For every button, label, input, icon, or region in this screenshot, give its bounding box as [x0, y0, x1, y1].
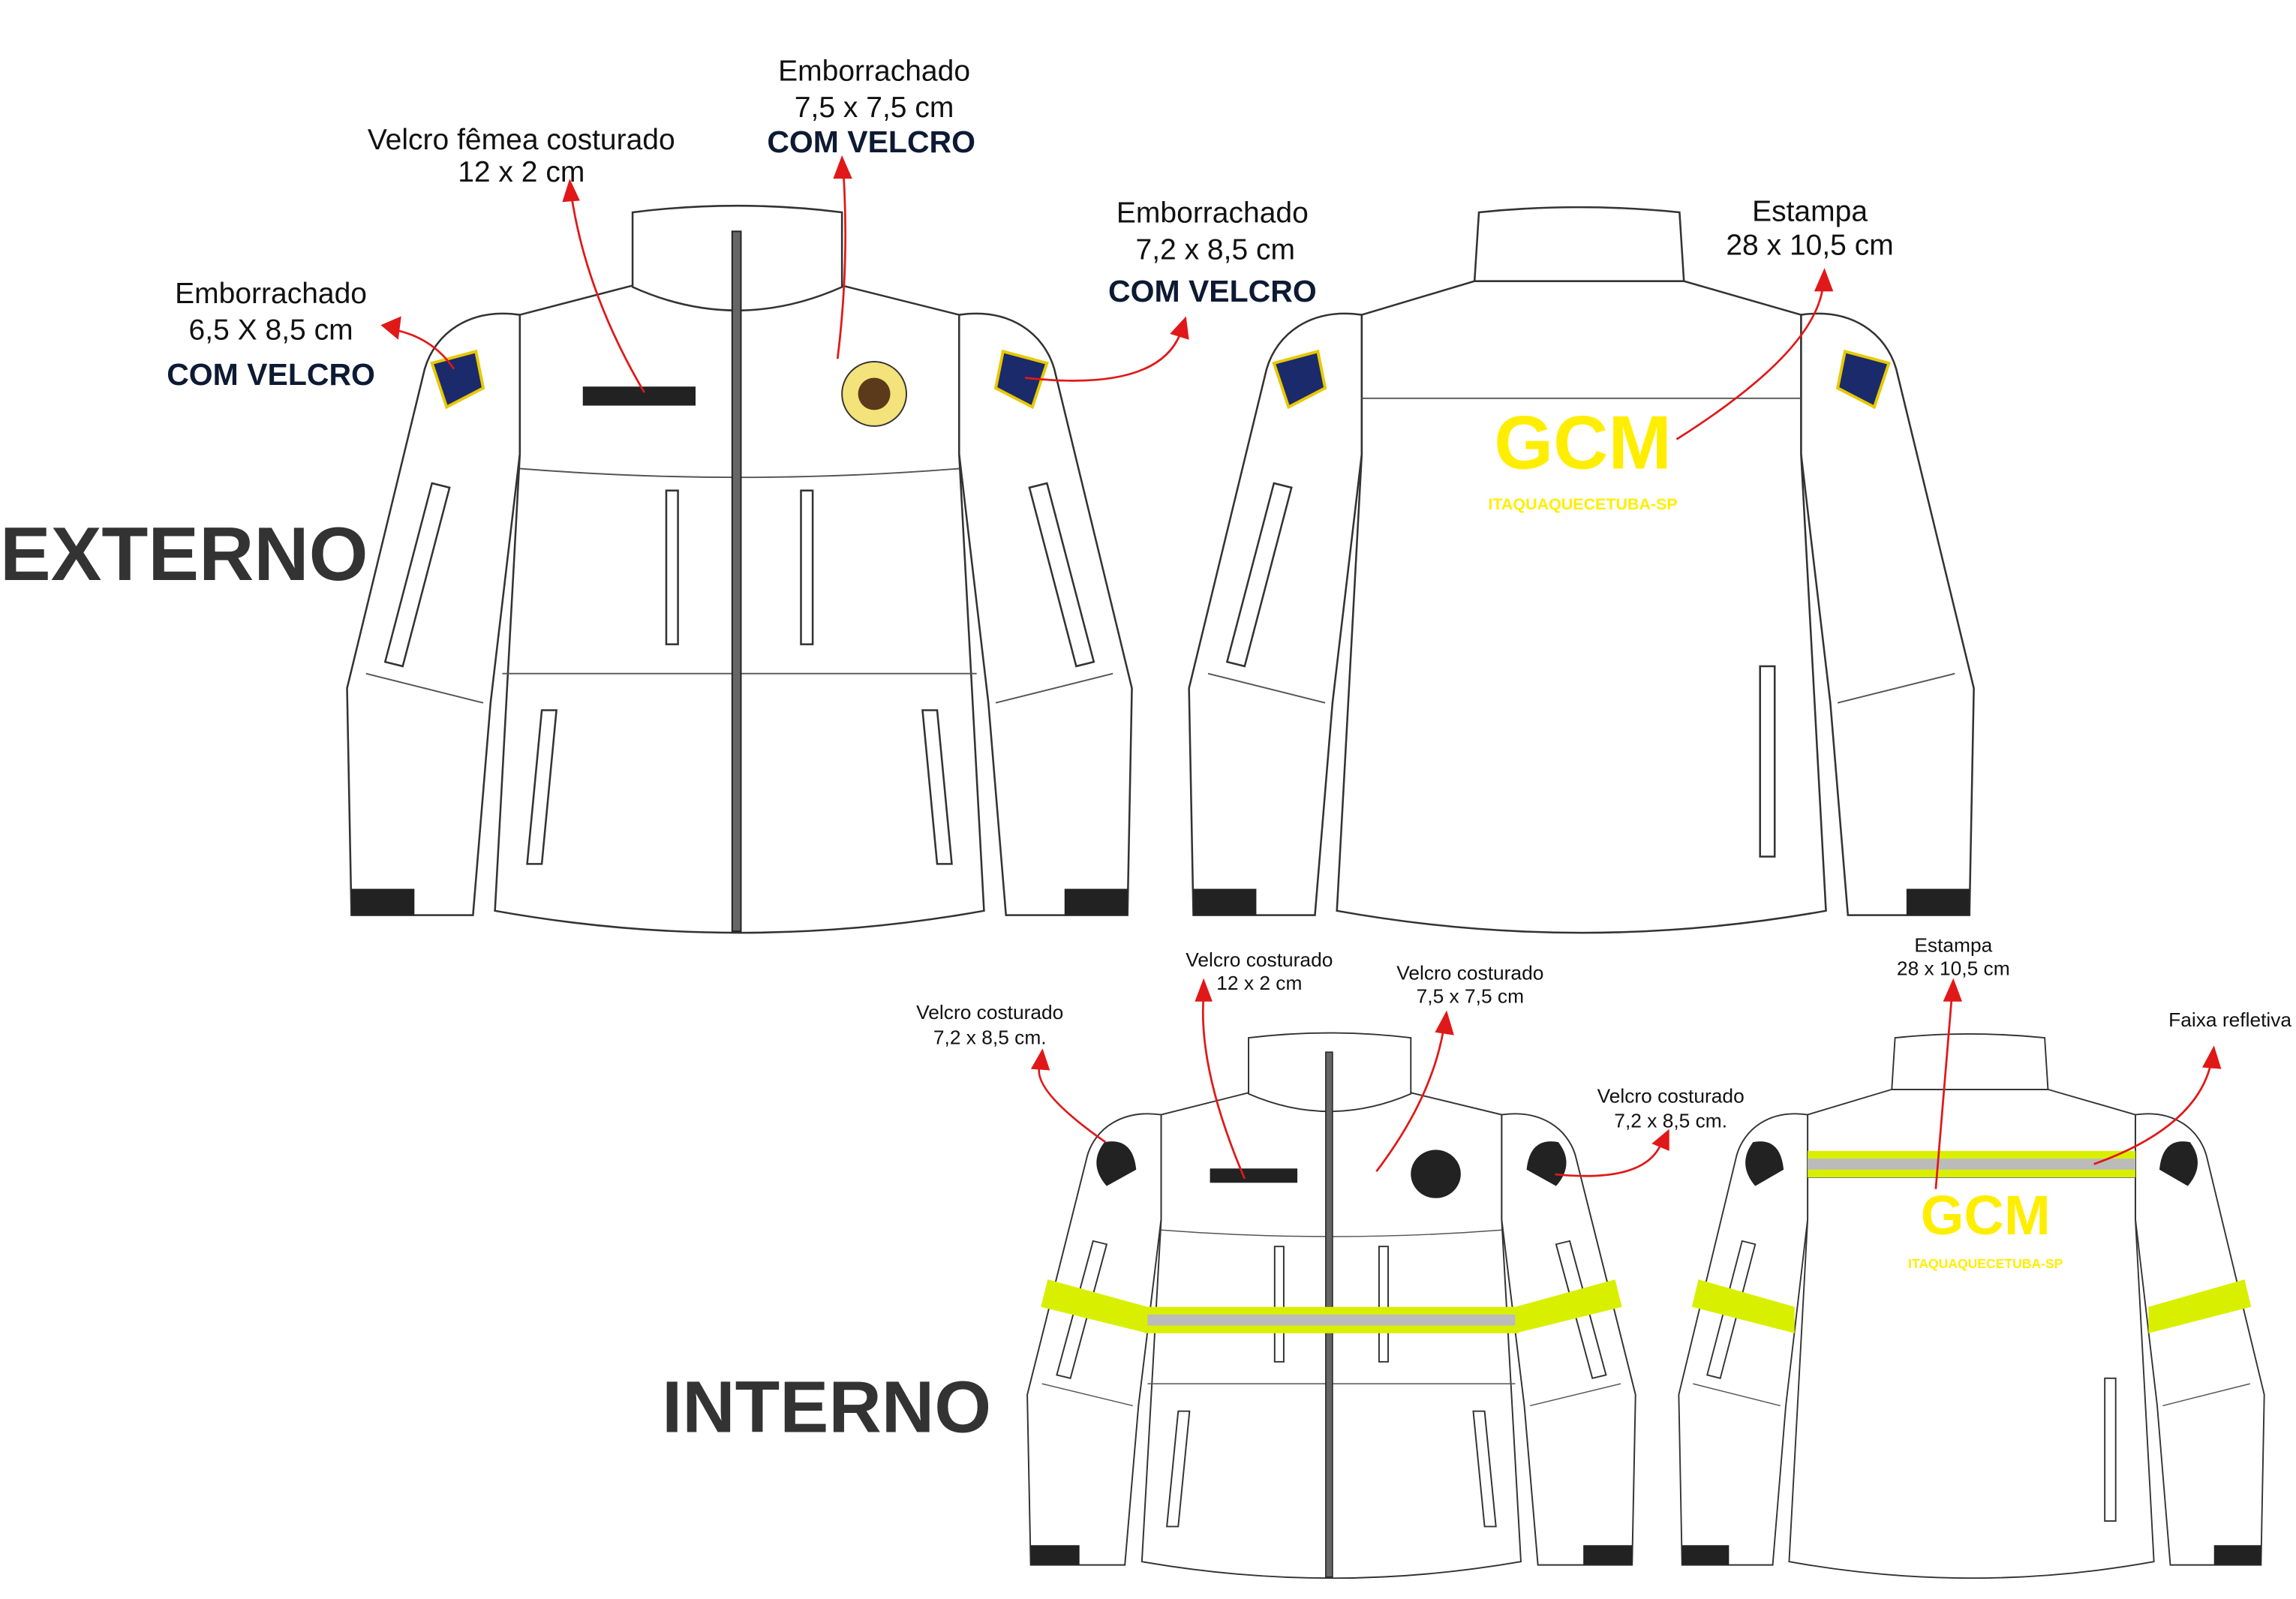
back-right-shoulder-velcro [2159, 1141, 2198, 1186]
heading-interno: INTERNO [662, 1366, 991, 1448]
name-velcro-patch [582, 386, 696, 406]
back-left-sleeve-stripe [1691, 1279, 1795, 1333]
label-line: COM VELCRO [1108, 274, 1317, 308]
label-line: 7,5 x 7,5 cm [1417, 985, 1524, 1008]
external-back-print-subtitle: ITAQUAQUECETUBA-SP [1488, 495, 1677, 513]
label-line: Estampa [1914, 933, 1992, 956]
label-line: 12 x 2 cm [458, 156, 585, 188]
label-line: 7,5 x 7,5 cm [795, 92, 954, 124]
label-line: Velcro costurado [1396, 962, 1543, 984]
chest-badge-center-icon [858, 377, 891, 410]
label-line: Velcro costurado [916, 1001, 1063, 1023]
label-line: Velcro costurado [1186, 948, 1333, 971]
internal-name-velcro-label: Velcro costurado 12 x 2 cm [1186, 948, 1333, 994]
internal-back-print-title: GCM [1921, 1184, 2051, 1246]
reflective-stripe-center [1143, 1314, 1519, 1326]
back-left-sleeve-badge-icon [1272, 349, 1327, 410]
external-left-sleeve-label: Emborrachado 6,5 X 8,5 cm COM VELCRO [167, 278, 375, 392]
chest-velcro-circle [1411, 1150, 1461, 1198]
label-line: Emborrachado [778, 55, 970, 87]
left-sleeve-badge-icon [430, 349, 485, 410]
label-line: Emborrachado [1116, 197, 1309, 230]
internal-back-jacket [1678, 1034, 2264, 1578]
external-name-velcro-label: Velcro fêmea costurado 12 x 2 cm [368, 124, 675, 188]
label-line: 28 x 10,5 cm [1726, 230, 1893, 262]
external-back-jacket [1189, 207, 1974, 933]
internal-back-print-subtitle: ITAQUAQUECETUBA-SP [1908, 1256, 2063, 1271]
right-sleeve-badge-icon [993, 349, 1049, 410]
heading-externo: EXTERNO [0, 511, 368, 597]
external-back-print-title: GCM [1494, 399, 1672, 485]
back-right-sleeve-stripe [2148, 1279, 2252, 1333]
internal-front-jacket [1027, 1033, 1636, 1579]
back-right-sleeve-badge-icon [1835, 349, 1891, 410]
label-line: COM VELCRO [167, 357, 375, 392]
label-line: Emborrachado [175, 278, 367, 310]
back-reflective-stripe-center [1808, 1159, 2135, 1170]
label-line: 6,5 X 8,5 cm [189, 314, 353, 347]
label-line: 7,2 x 8,5 cm [1136, 233, 1296, 266]
left-sleeve-reflective-stripe [1041, 1279, 1148, 1333]
label-line: 12 x 2 cm [1216, 972, 1302, 994]
external-back-print-label: Estampa 28 x 10,5 cm [1726, 196, 1893, 262]
label-line: COM VELCRO [767, 125, 975, 159]
external-right-sleeve-label: Emborrachado 7,2 x 8,5 cm COM VELCRO [1108, 197, 1317, 308]
right-sleeve-reflective-stripe [1515, 1279, 1622, 1333]
label-line: Velcro fêmea costurado [368, 124, 675, 156]
internal-left-sleeve-label: Velcro costurado 7,2 x 8,5 cm. [916, 1001, 1063, 1048]
internal-right-sleeve-label: Velcro costurado 7,2 x 8,5 cm. [1597, 1084, 1745, 1132]
external-chest-badge-label: Emborrachado 7,5 x 7,5 cm COM VELCRO [767, 55, 975, 159]
label-line: Velcro costurado [1597, 1084, 1745, 1107]
external-front-jacket [347, 206, 1132, 933]
back-left-shoulder-velcro [1745, 1141, 1784, 1186]
internal-chest-velcro-label: Velcro costurado 7,5 x 7,5 cm [1396, 962, 1543, 1008]
left-shoulder-velcro [1096, 1141, 1137, 1186]
name-velcro-patch [1210, 1168, 1298, 1183]
internal-reflective-label: Faixa refletiva [2168, 1008, 2291, 1031]
callout-arrows [380, 155, 2222, 1189]
label-line: 28 x 10,5 cm [1897, 957, 2010, 980]
label-line: Estampa [1752, 196, 1868, 228]
label-line: 7,2 x 8,5 cm. [1614, 1110, 1727, 1132]
internal-back-print-label: Estampa 28 x 10,5 cm [1897, 933, 2010, 979]
label-line: 7,2 x 8,5 cm. [933, 1026, 1047, 1048]
